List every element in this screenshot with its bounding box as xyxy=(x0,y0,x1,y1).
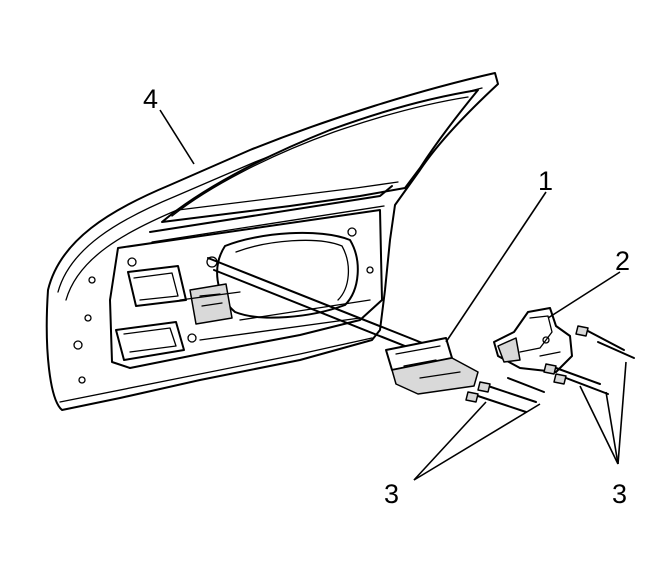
bracket-item-2 xyxy=(493,307,573,373)
callout-2: 2 xyxy=(615,246,630,276)
callout-3-left: 3 xyxy=(384,479,399,509)
bracket-item-1 xyxy=(385,337,479,395)
callout-3-right: 3 xyxy=(612,479,627,509)
screws-right xyxy=(543,325,635,395)
leader-lines xyxy=(159,109,627,481)
screws-left xyxy=(465,377,545,413)
door-assembly xyxy=(45,72,499,411)
callout-1: 1 xyxy=(538,166,553,196)
callout-4: 4 xyxy=(143,84,158,114)
